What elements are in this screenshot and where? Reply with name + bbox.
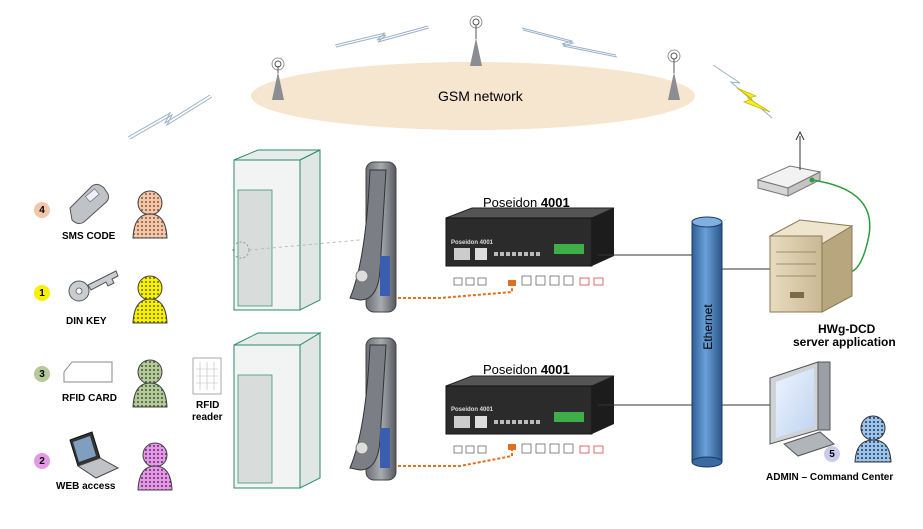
step-badge: 4 — [34, 202, 50, 218]
step-badge: 3 — [34, 366, 50, 382]
poseidon-device-bottom — [445, 375, 615, 435]
sensor-connectors-top — [453, 275, 604, 286]
antenna-icon — [271, 57, 285, 100]
server-rack-bottom — [233, 332, 322, 489]
key-icon — [68, 270, 119, 302]
access-label-rfid-card: RFID CARD — [62, 393, 117, 404]
lock-cable — [398, 284, 513, 467]
cable-connector — [508, 280, 516, 286]
ethernet-label: Ethernet — [701, 304, 715, 350]
gsm-network-cloud — [251, 62, 695, 130]
door-handle-lock-top — [349, 161, 397, 313]
device-title-top: Poseidon 4001 — [483, 195, 570, 210]
access-label-web: WEB access — [56, 481, 116, 492]
ethernet-backbone — [691, 216, 723, 468]
step-badge: 5 — [824, 446, 840, 462]
admin-label: ADMIN – Command Center — [766, 472, 894, 483]
device-name-prefix: Poseidon — [483, 362, 541, 377]
ethernet-links — [598, 254, 770, 406]
person-icon — [137, 442, 173, 491]
poseidon-device-top — [445, 207, 615, 267]
access-label-sms: SMS CODE — [62, 231, 116, 242]
device-name-prefix: Poseidon — [483, 195, 541, 210]
device-panel-label: Poseidon 4001 — [451, 240, 494, 246]
admin-person-icon — [854, 415, 892, 463]
person-icon — [132, 275, 168, 324]
mobile-phone-icon — [69, 183, 109, 225]
server-label: server application — [793, 335, 896, 349]
server-label: HWg-DCD — [818, 322, 876, 336]
cable-connector — [508, 444, 516, 450]
gsm-network-label: GSM network — [438, 88, 523, 104]
step-badge: 1 — [34, 285, 50, 301]
person-icon — [132, 190, 168, 239]
rfid-reader-label: reader — [192, 412, 223, 423]
step-badge: 2 — [34, 453, 50, 469]
rfid-card-icon — [63, 361, 113, 383]
server-rack-top — [232, 149, 361, 311]
device-model: 4001 — [540, 362, 570, 377]
wifi-link — [811, 179, 871, 273]
device-model: 4001 — [540, 195, 570, 210]
device-panel-label: Poseidon 4001 — [451, 407, 494, 413]
rfid-reader-label: RFID — [196, 400, 220, 411]
router-icon — [756, 130, 822, 197]
antenna-icon — [667, 49, 681, 100]
antenna-icon — [469, 15, 483, 66]
monitor-icon — [769, 361, 835, 457]
server-tower-icon — [768, 219, 854, 313]
door-handle-lock-bottom — [349, 337, 397, 481]
lightning-icon — [736, 87, 771, 113]
laptop-icon — [69, 431, 120, 479]
sensor-connectors-bottom — [453, 443, 604, 454]
access-label-din-key: DIN KEY — [66, 316, 107, 327]
person-icon — [132, 359, 168, 408]
rfid-reader-icon — [192, 357, 222, 395]
device-title-bottom: Poseidon 4001 — [483, 362, 570, 377]
